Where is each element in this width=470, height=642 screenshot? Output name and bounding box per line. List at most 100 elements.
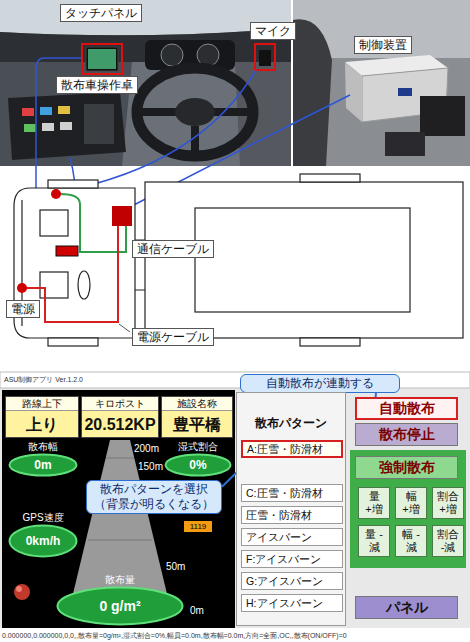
pattern-button: 圧雪・防滑材 (241, 506, 343, 524)
node-text: 20.512KP (82, 411, 158, 438)
truck-outline (300, 174, 360, 182)
pattern-button: C:圧雪・防滑材 (241, 484, 343, 502)
truck-outline (300, 338, 360, 346)
gauge-ellipse: GPS速度0km/h (8, 512, 78, 558)
adjust-button: 割合 -減 (432, 525, 464, 557)
node-text: 強制散布 (379, 459, 435, 477)
node-text: 路線上下 (6, 397, 78, 411)
gauge-ellipse: 散布幅0m (8, 441, 78, 477)
cab-photo (259, 50, 271, 66)
node-text: 0% (164, 453, 232, 477)
pattern-button: H:アイスバーン (241, 594, 343, 612)
pattern-button: アイスバーン (241, 528, 343, 546)
equipment-mark (17, 283, 27, 293)
cab-photo (40, 107, 52, 115)
node-text: 散布幅 (8, 441, 78, 453)
app-screen (0, 372, 470, 630)
adjust-button: 幅 +増 (395, 487, 427, 519)
control-device-photo (385, 132, 425, 156)
cable-route (119, 324, 130, 332)
node-text: マイク (255, 24, 291, 38)
node-text: 自動散布が連動する (244, 376, 396, 391)
cab-photo (137, 68, 253, 156)
pattern-button: G:アイスバーン (241, 572, 343, 590)
node-text: 1119 (184, 521, 212, 532)
info-box: 路線上下上り (5, 396, 79, 438)
cab-photo (84, 104, 114, 144)
node-text: 量 -減 (362, 528, 386, 553)
equipment-mark (56, 246, 78, 256)
truck-outline (78, 271, 90, 299)
leader-line (60, 70, 256, 192)
action-button: 強制散布 (355, 456, 458, 479)
node-text: 割合 -減 (436, 528, 460, 553)
truck-outline (145, 182, 463, 338)
gauge-ellipse: 湿式割合0% (164, 441, 232, 477)
truck-outline (40, 210, 68, 236)
control-device-photo (293, 0, 470, 166)
action-button: パネル (355, 596, 458, 619)
control-device-photo (293, 0, 470, 166)
node-text: F:アイスバーン (246, 551, 342, 567)
control-device-photo (420, 96, 465, 136)
part-label: 制御装置 (354, 36, 412, 54)
part-label: 散布車操作卓 (56, 76, 138, 94)
truck-outline (14, 174, 463, 346)
node-text: キロポスト (82, 397, 158, 411)
node-text: 散布パターン (237, 415, 345, 432)
node-text: C:圧雪・防滑材 (246, 485, 342, 501)
cab-photo (88, 49, 116, 69)
node-text: 0m (8, 453, 78, 477)
node-text: A:圧雪・防滑材 (247, 442, 341, 456)
callout-box: 自動散布が連動する (240, 374, 400, 393)
node-text: G:アイスバーン (246, 573, 342, 589)
app-screen (2, 390, 235, 628)
pattern-button: F:アイスバーン (241, 550, 343, 568)
node-text: H:アイスバーン (246, 595, 342, 611)
cab-photo (24, 124, 36, 132)
action-button: 自動散布 (355, 397, 458, 420)
node-text: 電源ケーブル (137, 330, 209, 344)
counter-box: 1119 (184, 521, 212, 532)
app-screen (16, 586, 22, 592)
callout-box: 散布パターンを選択 （背景が明るくなる） (86, 480, 222, 514)
node-text: 散布パターンを選択 （背景が明るくなる） (90, 482, 218, 512)
window-title: ASU制御アプリ Ver.1.2.0 (4, 375, 83, 385)
cab-photo (0, 0, 291, 35)
adjust-button: 量 +増 (358, 487, 390, 519)
node-text: 幅 -減 (399, 528, 423, 553)
cab-photo (8, 92, 126, 160)
part-label: マイク (250, 22, 296, 40)
truck-outline (48, 180, 98, 188)
part-label: 通信ケーブル (132, 240, 214, 258)
gauge-ellipse: 散布量0 g/m² (56, 574, 184, 626)
cab-photo (255, 44, 275, 70)
node-text: 制御装置 (359, 38, 407, 52)
cab-photo (22, 108, 34, 116)
truck-outline (195, 208, 410, 312)
control-device-photo (345, 62, 362, 122)
distance-mark: 50m (166, 560, 185, 573)
cab-photo (161, 44, 183, 66)
node-text: 割合 +増 (436, 490, 460, 515)
cab-photo (58, 106, 70, 114)
node-text: 散布車操作卓 (61, 78, 133, 92)
adjust-button: 量 -減 (358, 525, 390, 557)
node-text: 散布停止 (379, 426, 435, 444)
app-screen (0, 628, 470, 642)
truck-outline (48, 338, 98, 346)
node-text: 上り (6, 411, 78, 438)
node-text: 電源 (11, 302, 35, 316)
node-text: 散布量 (56, 574, 184, 586)
node-text: 自動散布 (379, 400, 435, 418)
pattern-panel: 散布パターン A:圧雪・防滑材 C:圧雪・防滑材圧雪・防滑材アイスバーン F:アイスバ… (236, 392, 346, 626)
cab-photo (42, 123, 54, 131)
equipment-mark (17, 189, 132, 293)
node-text: 通信ケーブル (137, 242, 209, 256)
distance-mark: 0m (190, 604, 204, 617)
node-text: 施設名称 (162, 397, 232, 411)
part-label: 電源ケーブル (132, 328, 214, 346)
node-text: GPS速度 (8, 512, 78, 524)
node-text: 0 g/m² (56, 586, 184, 626)
node-text: 湿式割合 (164, 441, 232, 453)
